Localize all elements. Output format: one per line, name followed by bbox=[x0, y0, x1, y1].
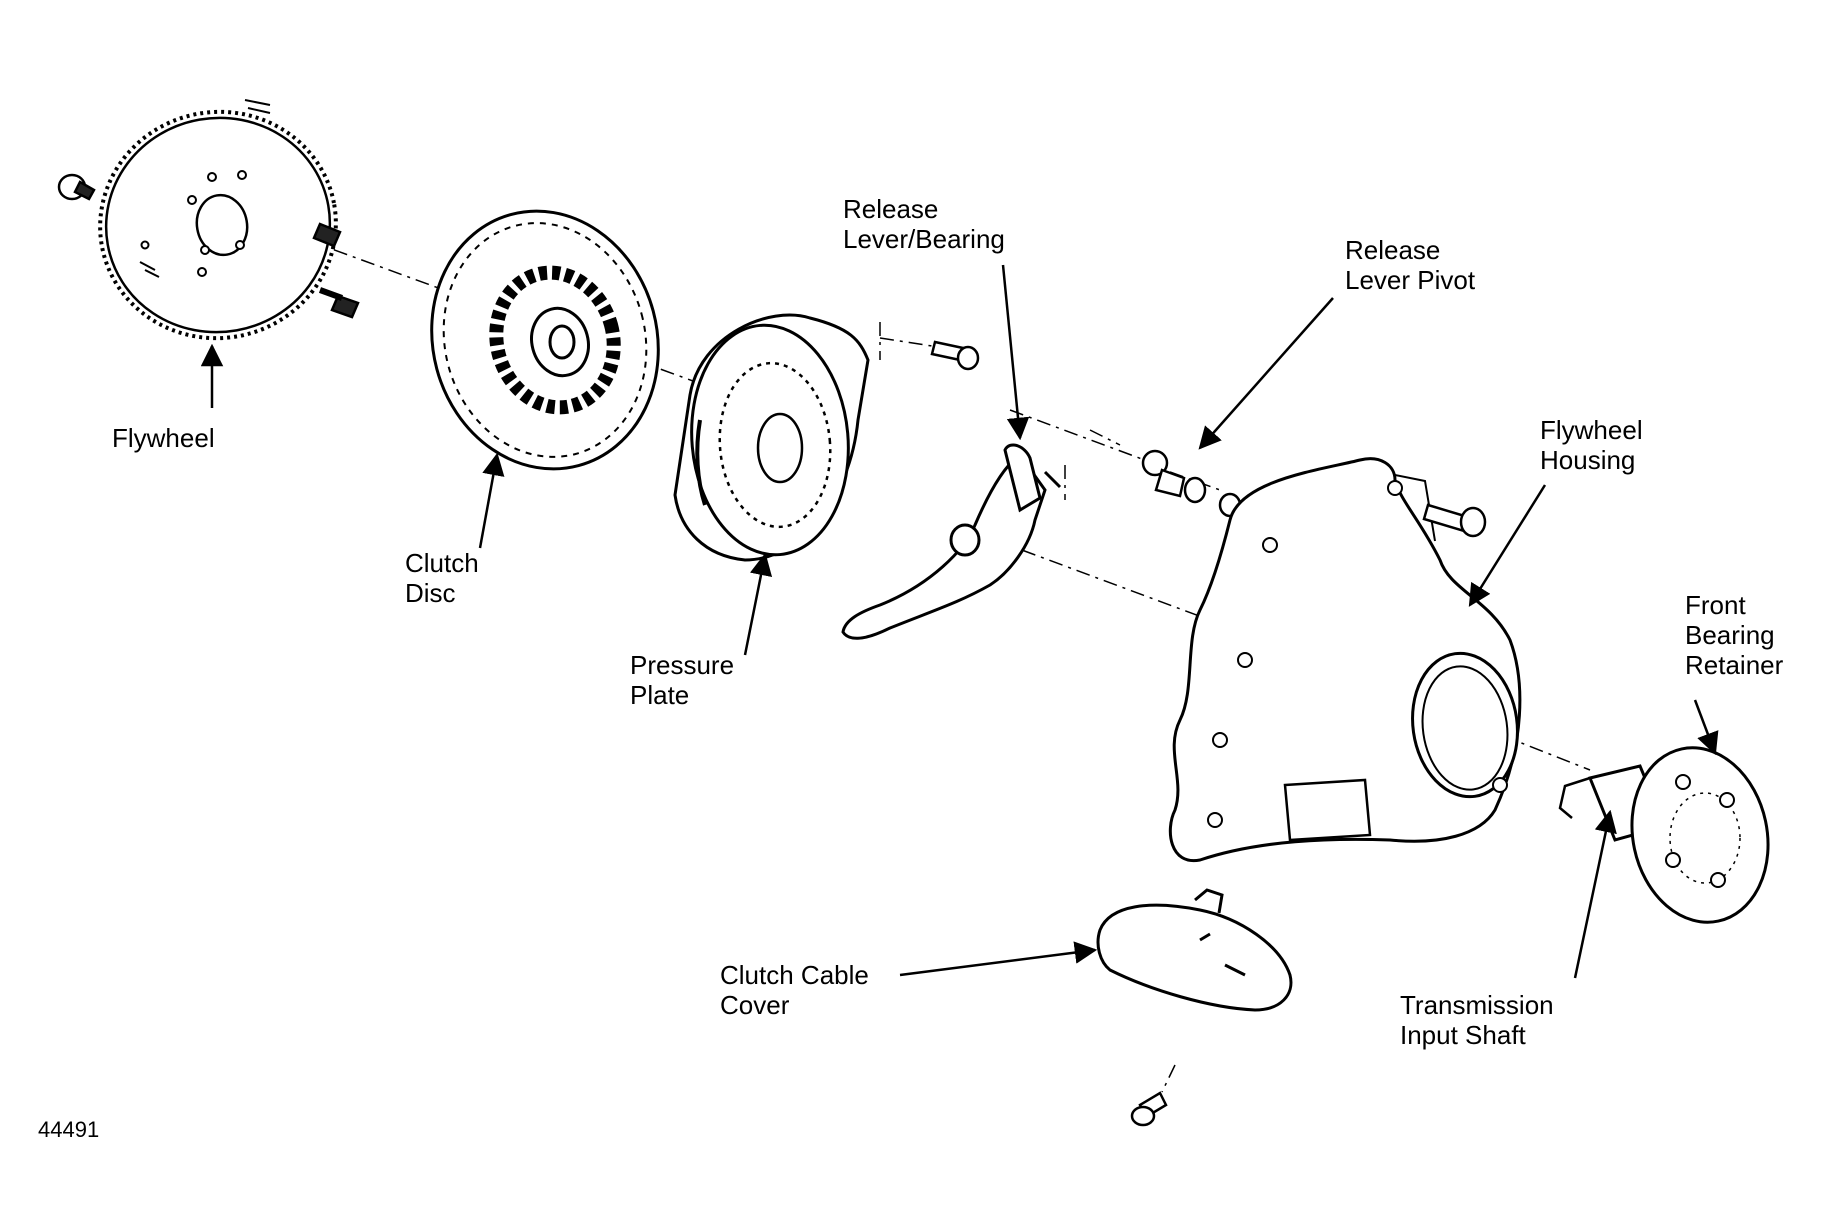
front-bearing-retainer bbox=[1558, 746, 1770, 924]
label-release-lever-bearing: Release Lever/Bearing bbox=[843, 194, 1005, 254]
label-flywheel: Flywheel bbox=[112, 423, 215, 453]
label-front-bearing-retainer: Front Bearing Retainer bbox=[1685, 590, 1784, 680]
cover-screw bbox=[1130, 1091, 1168, 1127]
figure-number: 44491 bbox=[38, 1117, 100, 1142]
label-clutch-disc: Clutch Disc bbox=[405, 548, 479, 608]
release-lever bbox=[841, 443, 1062, 640]
flywheel bbox=[98, 99, 338, 341]
clutch-cable-cover bbox=[1096, 888, 1293, 1012]
flywheel-bolts bbox=[57, 173, 360, 319]
release-lever-pivot bbox=[1141, 449, 1242, 518]
pressure-plate bbox=[673, 313, 870, 562]
label-release-lever-pivot: Release Lever Pivot bbox=[1345, 235, 1476, 295]
flywheel-housing bbox=[1168, 457, 1522, 863]
small-bolt bbox=[930, 340, 980, 371]
housing-bolt bbox=[1422, 503, 1487, 538]
label-transmission-input-shaft: Transmission Input Shaft bbox=[1400, 990, 1554, 1050]
label-flywheel-housing: Flywheel Housing bbox=[1540, 415, 1643, 475]
leader-arrows bbox=[200, 264, 1719, 979]
clutch-disc bbox=[430, 209, 660, 471]
label-clutch-cable-cover: Clutch Cable Cover bbox=[720, 960, 869, 1020]
label-pressure-plate: Pressure Plate bbox=[630, 650, 735, 710]
